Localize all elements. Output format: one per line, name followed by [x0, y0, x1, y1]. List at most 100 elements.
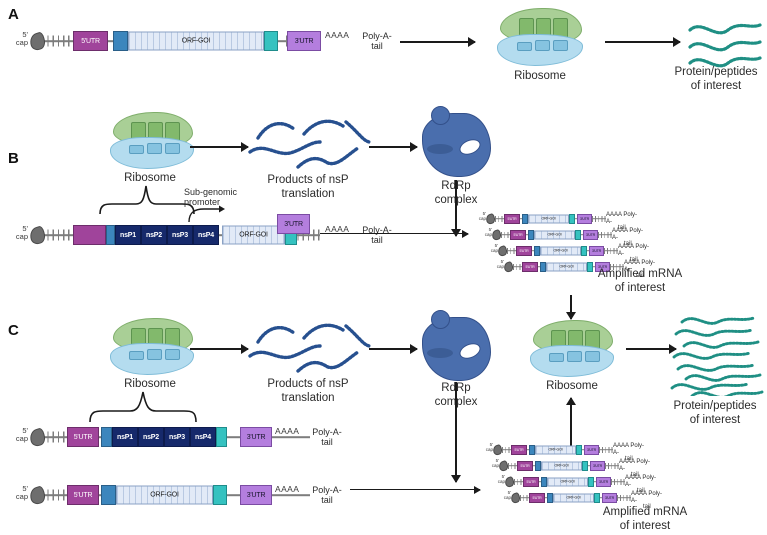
segment-nsp4: nsP4	[193, 225, 219, 245]
mrna-ticks-left	[37, 229, 73, 241]
ribosome-small-band-3	[585, 351, 600, 362]
panel-b-arrow-to-nsp-products	[190, 146, 248, 148]
panel-b-ribosome-label: Ribosome	[124, 172, 176, 184]
panel-c-nsp-polya-aaaa: AAAA	[275, 426, 300, 436]
ribosome-small-band-2	[147, 143, 162, 154]
panel-c-nsp-polya-label: Poly-A- tail	[312, 427, 342, 448]
mrna-ticks-right	[608, 478, 625, 485]
mrna-ticks-left	[514, 494, 529, 501]
amplified-mrna-item: 5'cap 5'UTR ORF-GOI 3'UTR	[485, 442, 613, 457]
panel-a-polya-label: Poly-A- tail	[362, 31, 392, 52]
segment-5utr: 5'UTR	[523, 476, 539, 487]
panel-a-ribosome-label: Ribosome	[514, 70, 566, 82]
segment-orf-goi: ORF-GOI	[540, 246, 581, 255]
five-prime-cap-label: 5' cap	[15, 426, 28, 443]
ribosome-small-band-3	[553, 40, 568, 51]
segment-stop-codon	[582, 460, 588, 471]
segment-start-codon	[522, 213, 528, 224]
mrna-ticks-left	[495, 231, 510, 238]
panel-a-protein-label: Protein/peptides of interest	[674, 66, 758, 92]
panel-a-ribosome-icon	[495, 8, 585, 66]
amplified-polya-label: AAAA Poly-A- tail	[612, 228, 644, 248]
panel-a-arrow-to-protein	[605, 41, 680, 43]
rdrp-nub	[431, 106, 450, 125]
mrna-ticks-left	[37, 431, 67, 443]
segment-orf-goi: ORF-GOI	[534, 230, 575, 239]
five-prime-cap-icon	[27, 485, 48, 506]
five-prime-cap-label: 5' cap	[15, 30, 28, 47]
segment-5utr: 5'UTR	[73, 31, 108, 51]
segment-start-codon	[547, 492, 553, 503]
panel-c-ribosome-right-icon	[528, 320, 616, 377]
panel-c-arrow-to-rdrp	[369, 348, 417, 350]
segment-start-codon	[106, 225, 115, 245]
amplified-mrna-item: 5'cap 5'UTR ORF-GOI 3'UTR	[503, 490, 631, 505]
panel-b-nsp-product-squiggles	[248, 119, 372, 169]
five-prime-cap-label: 5'cap	[497, 474, 505, 484]
mrna-ticks-right	[596, 446, 613, 453]
mrna-ticks-right	[601, 247, 618, 254]
panel-b-subgenomic-promoter-label: Sub-genomic promoter	[184, 187, 238, 208]
segment-stop-codon	[216, 427, 227, 447]
panel-b-ribosome-icon	[108, 112, 196, 169]
panel-c-arrow-to-nsp-products	[190, 348, 248, 350]
five-prime-cap-label: 5'cap	[485, 442, 493, 452]
panel-c-ribosome-label: Ribosome	[124, 378, 176, 390]
rdrp-cavity	[457, 136, 483, 158]
amplified-mrna-item: 5'cap 5'UTR ORF-GOI 3'UTR	[497, 474, 625, 489]
panel-c-orf-polya-label: Poly-A- tail	[312, 485, 342, 506]
segment-stop-codon	[575, 229, 581, 240]
segment-3utr: 3'UTR	[590, 460, 605, 471]
segment-orf-goi: ORF-GOI	[547, 477, 588, 486]
segment-start-codon	[101, 427, 112, 447]
segment-stop-codon	[594, 492, 600, 503]
panel-c-ribosome-icon	[108, 318, 196, 375]
segment-nsp1: nsP1	[115, 225, 141, 245]
segment-5utr: 5'UTR	[67, 427, 99, 447]
five-prime-cap-icon	[27, 225, 48, 246]
segment-start-codon	[101, 485, 116, 505]
panel-c-amplified-mrna-label: Amplified mRNA of interest	[602, 506, 688, 532]
mrna-ticks-left	[507, 263, 522, 270]
mrna-ticks-left	[37, 35, 73, 47]
mrna-ticks-left	[502, 462, 517, 469]
segment-3utr: 3'UTR	[602, 492, 617, 503]
ribosome-small-band-1	[129, 145, 144, 154]
segment-nsp2: nsP2	[138, 427, 164, 447]
mrna-ticks-right	[607, 263, 624, 270]
panel-c-nsp-mrna-construct: 5' cap 5'UTR nsP1 nsP2 nsP3 nsP4 3'UTR	[10, 424, 310, 450]
ribosome-small-band-2	[535, 40, 550, 51]
panel-c-rdrp-icon	[422, 310, 491, 381]
five-prime-cap-label: 5'cap	[491, 458, 499, 468]
segment-orf-goi: ORF-GOI	[116, 485, 213, 505]
segment-start-codon	[528, 229, 534, 240]
five-prime-cap-label: 5'cap	[490, 243, 498, 253]
five-prime-cap-label: 5'cap	[484, 227, 492, 237]
panel-c-protein-label: Protein/peptides of interest	[673, 400, 757, 426]
five-prime-cap-label: 5'cap	[503, 490, 511, 500]
panel-c-nsp-product-squiggles	[248, 323, 372, 373]
panel-b-mrna-construct: 5' cap nsP1 nsP2 nsP3 nsP4 ORF-GOI	[10, 222, 320, 248]
panel-c-arrow-amplified-to-ribosome	[570, 398, 572, 450]
five-prime-cap-label: 5' cap	[15, 224, 28, 241]
ribosome-small-band-1	[129, 351, 144, 360]
rdrp-notch	[427, 144, 453, 154]
mrna-ticks-left	[496, 446, 511, 453]
panel-c-orf-mrna-construct: 5' cap 5'UTR ORF-GOI 3'UTR	[10, 482, 310, 508]
panel-b-arrow-to-rdrp	[369, 146, 417, 148]
segment-5utr: 5'UTR	[516, 245, 532, 256]
mrna-ticks-right	[287, 229, 320, 241]
segment-5utr: 5'UTR	[522, 261, 538, 272]
segment-3utr: 3'UTR	[589, 245, 604, 256]
segment-stop-codon	[569, 213, 575, 224]
panel-b-nsp-products-label: Products of nsP translation	[267, 174, 349, 200]
panel-c-nsp-products-label: Products of nsP translation	[267, 378, 349, 404]
panel-c-nsp-brace	[89, 391, 197, 423]
rdrp-nub	[431, 310, 450, 329]
panel-b-amplified-mrna-stack: 5'cap 5'UTR ORF-GOI 3'UTR AAAA Poly-A- t…	[478, 211, 658, 279]
panel-b-arrow-rdrp-down	[455, 180, 457, 236]
panel-a-polya-aaaa: AAAA	[325, 30, 350, 40]
segment-stop-codon	[588, 476, 594, 487]
segment-start-codon	[529, 444, 535, 455]
panel-letter-c: C	[8, 322, 19, 339]
